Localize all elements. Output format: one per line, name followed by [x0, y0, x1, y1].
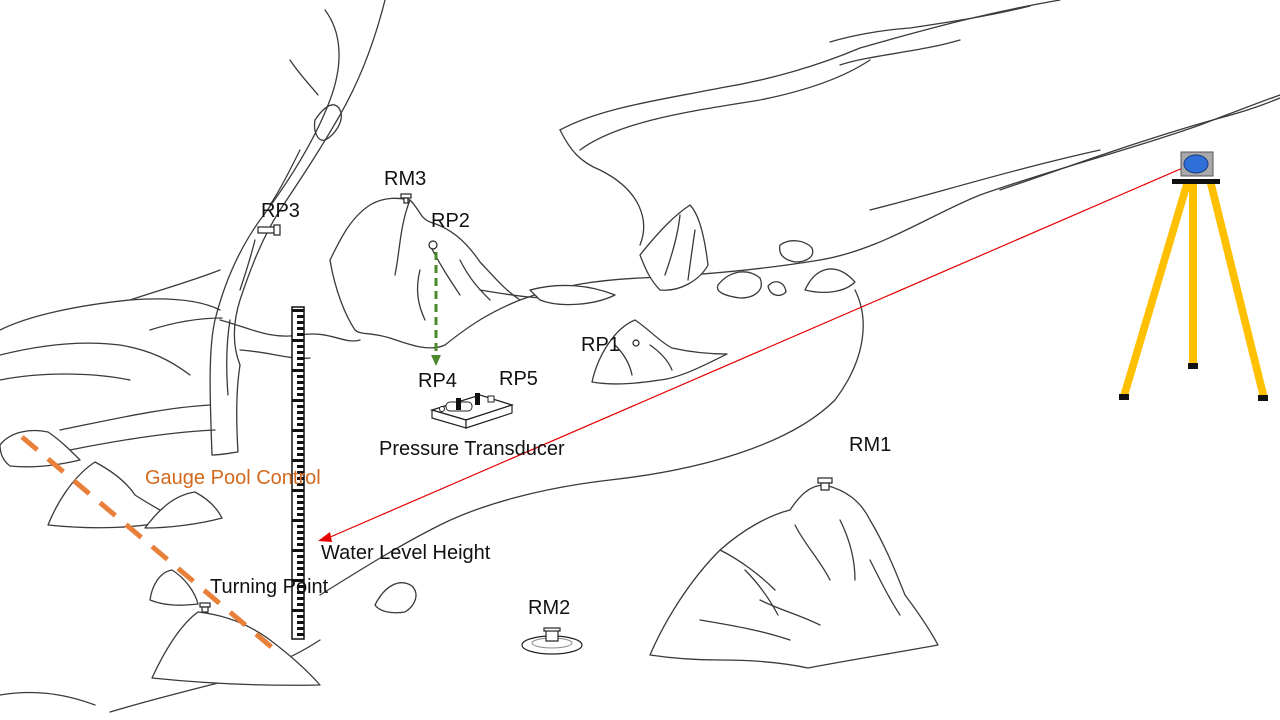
rm1-label: RM1 [849, 434, 892, 456]
rm3-label: RM3 [384, 168, 427, 190]
rod-tick [297, 363, 304, 366]
rod-tick [297, 507, 304, 510]
gauge-pool-control-line [20, 435, 277, 652]
rod-tick [292, 519, 304, 522]
rod-tick [297, 405, 304, 408]
rod-tick [297, 447, 304, 450]
leveling-rod [291, 306, 305, 640]
water-level-height-label: Water Level Height [321, 542, 491, 564]
left-bank-rocks [0, 429, 417, 686]
rod-tick [297, 453, 304, 456]
rod-tick [297, 411, 304, 414]
rod-tick [297, 381, 304, 384]
rod-tick [297, 357, 304, 360]
rod-tick [297, 315, 304, 318]
survey-tripod [1119, 179, 1268, 401]
rm2-label: RM2 [528, 597, 571, 619]
rod-tick [292, 339, 304, 342]
right-bank-curve [319, 289, 864, 596]
rod-tick [297, 561, 304, 564]
rod-tick [297, 513, 304, 516]
rp5-label: RP5 [499, 368, 538, 390]
rod-tick [297, 333, 304, 336]
rod-tick [292, 609, 304, 612]
rod-tick [297, 591, 304, 594]
rod-tick [297, 417, 304, 420]
rod-tick [297, 483, 304, 486]
rp1-rock [591, 319, 728, 385]
rod-tick [297, 537, 304, 540]
rp2-point-icon [428, 240, 438, 250]
rod-tick [297, 477, 304, 480]
pressure-transducer-icon [429, 393, 514, 429]
rod-tick [297, 495, 304, 498]
rm3-rp2-boulder [329, 197, 571, 349]
rp2-to-rp4-arrow [431, 252, 441, 366]
rod-tick [297, 633, 304, 636]
rod-tick [297, 603, 304, 606]
rp4-label: RP4 [418, 370, 457, 392]
upper-stream-bank [519, 0, 1280, 301]
left-bank-and-roots [0, 298, 361, 451]
tree-trunk [129, 0, 386, 456]
turning-point-label: Turning Point [210, 576, 329, 598]
rp1-label: RP1 [581, 334, 620, 356]
rp1-point-icon [632, 339, 640, 347]
rod-tick [297, 393, 304, 396]
rod-tick [297, 387, 304, 390]
rod-tick [297, 615, 304, 618]
rod-tick [297, 597, 304, 600]
rod-tick [292, 399, 304, 402]
rod-tick [297, 567, 304, 570]
small-rocks-cluster [529, 240, 856, 306]
rod-tick [297, 585, 304, 588]
rod-tick [292, 459, 304, 462]
rod-tick [297, 465, 304, 468]
rod-tick [297, 573, 304, 576]
rod-tick [297, 501, 304, 504]
rm1-boulder [649, 484, 939, 669]
rod-tick [297, 441, 304, 444]
rod-tick [297, 543, 304, 546]
rm1-mark-icon [817, 477, 833, 491]
rod-tick [292, 489, 304, 492]
rod-tick [297, 471, 304, 474]
rm3-mark-icon [400, 193, 412, 204]
rod-tick [297, 621, 304, 624]
midstream-rock-pointed [639, 204, 709, 291]
leveling-rod-ticks [292, 309, 304, 636]
rod-tick [297, 351, 304, 354]
level-on-tripod-icon [1180, 151, 1214, 177]
rod-tick [297, 555, 304, 558]
rod-tick [297, 345, 304, 348]
rod-tick [297, 327, 304, 330]
rod-tick [292, 309, 304, 312]
gauge-pool-control-label: Gauge Pool Control [145, 467, 321, 489]
sight-line-arrow [318, 163, 1193, 542]
rod-tick [292, 579, 304, 582]
pressure-transducer-label: Pressure Transducer [379, 438, 565, 460]
rod-tick [292, 429, 304, 432]
rod-tick [297, 435, 304, 438]
rod-tick [297, 321, 304, 324]
rod-tick [297, 423, 304, 426]
rod-tick [297, 525, 304, 528]
turning-point-mark-icon [199, 602, 211, 613]
rod-tick [297, 627, 304, 630]
rp3-label: RP3 [261, 200, 300, 222]
rod-tick [297, 531, 304, 534]
rod-tick [292, 549, 304, 552]
rod-tick [292, 369, 304, 372]
rp2-label: RP2 [431, 210, 470, 232]
rod-tick [297, 375, 304, 378]
rm2-disk-icon [521, 627, 583, 655]
rp3-bolt-icon [257, 224, 281, 236]
